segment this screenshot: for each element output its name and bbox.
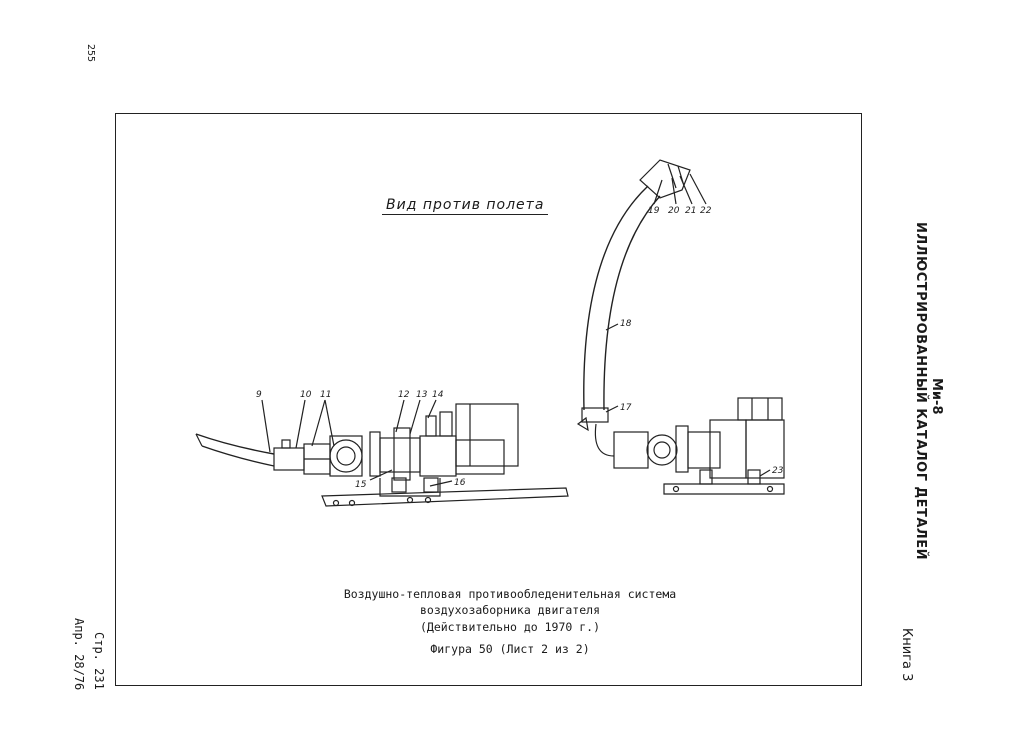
callout-22: 22 [700,206,712,216]
callout-19: 19 [648,206,660,216]
callout-14: 14 [432,390,444,400]
caption-line-1: Воздушно-тепловая противообледенительная… [343,587,677,601]
right-valve-body [709,419,747,479]
caption-line-3: (Действительно до 1970 г.) [419,620,600,634]
callout-13: 13 [416,390,428,400]
callout-23: 23 [772,466,784,476]
right-mounting-rail [663,483,785,495]
callout-12: 12 [398,390,410,400]
right-hose [583,185,661,411]
callout-18: 18 [620,319,632,329]
callout-11: 11 [320,390,331,400]
callout-9: 9 [256,390,262,400]
coupling-10 [273,447,305,471]
callout-15: 15 [355,480,367,490]
caption-line-2: воздухозаборника двигателя [419,603,600,617]
figure-number: Фигура 50 (Лист 2 из 2) [430,642,590,656]
valve-actuator [455,403,519,467]
callout-16: 16 [454,478,466,488]
view-label: Вид против полета [382,197,549,215]
tee-fitting [329,439,363,473]
callout-10: 10 [300,390,312,400]
drawing-frame [115,113,862,686]
callout-21: 21 [685,206,696,216]
callout-20: 20 [668,206,680,216]
left-hose [195,433,275,467]
callout-17: 17 [620,403,632,413]
mounting-rail [321,487,569,507]
